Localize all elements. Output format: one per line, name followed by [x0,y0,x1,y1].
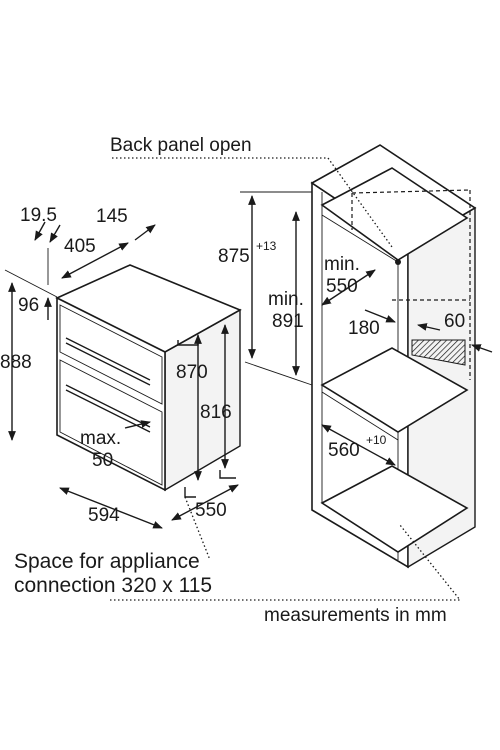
max-label: max. [80,428,121,449]
dim-816: 816 [200,402,232,423]
dim-875-tolerance: +13 [256,239,277,253]
dim-60: 60 [444,311,465,332]
dim-560: 560 [328,440,360,461]
dim-145: 145 [96,206,128,227]
dim-19-5: 19.5 [20,205,57,226]
upper-handle [65,337,151,386]
dim-594: 594 [88,505,120,526]
dim-870: 870 [176,362,208,383]
min-891-label: min. [268,289,304,310]
cabinet-dimension-lines [240,191,493,466]
dim-888: 888 [0,352,32,373]
dim-560-tolerance: +10 [366,433,387,447]
cabinet-drawing [310,144,477,569]
upper-door [59,304,163,405]
space-label-line2: connection 320 x 115 [14,574,212,597]
bottom-shelf [320,465,469,553]
oven-drawing [55,264,242,498]
middle-shelf [320,347,469,433]
dim-875: 875 [218,246,250,267]
min-550-value: 550 [326,276,358,297]
dim-550: 550 [195,500,227,521]
dim-180: 180 [348,318,380,339]
socket-dot [395,259,401,265]
lower-door [59,359,163,486]
min-891-value: 891 [272,311,304,332]
oven-dimension-lines [4,221,239,529]
upper-shelf [320,167,469,261]
back-panel-dashed [351,189,471,380]
min-550-label: min. [324,254,360,275]
ventilation-opening [411,339,466,366]
dim-405: 405 [64,236,96,257]
back-panel-leader [112,157,393,248]
units-label: measurements in mm [264,605,447,626]
connection-leader [110,496,462,601]
max-value: 50 [92,450,113,471]
space-label-line1: Space for appliance [14,550,200,573]
back-panel-label: Back panel open [110,135,252,156]
oven-front [56,296,166,492]
dim-96: 96 [18,295,39,316]
